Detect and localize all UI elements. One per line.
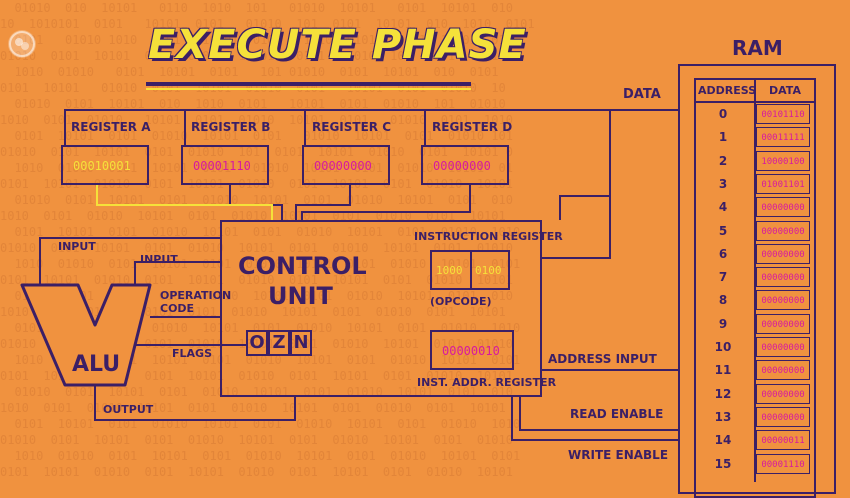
ram-column-divider xyxy=(754,78,756,482)
ram-address-header: ADDRESS xyxy=(698,84,757,97)
register-c-value: 00000000 xyxy=(314,159,372,173)
ram-row-data: 10000100 xyxy=(756,150,810,171)
ram-row: 0 00101110 xyxy=(696,103,812,126)
title-underline xyxy=(146,82,471,86)
ram-row-address: 8 xyxy=(718,293,728,308)
opcode-label: (OPCODE) xyxy=(430,295,492,308)
ram-row: 10 00000000 xyxy=(696,336,812,359)
inst-addr-register: 00000010 xyxy=(430,330,514,370)
ram-row-data: 00001110 xyxy=(756,453,810,474)
read-enable-label: READ ENABLE xyxy=(570,407,664,421)
title-underline-accent xyxy=(146,88,471,90)
ram-row-address: 9 xyxy=(718,316,728,331)
alu-input-a-label: INPUT xyxy=(58,240,96,253)
ram-row-address: 10 xyxy=(714,340,732,354)
alu-output-label: OUTPUT xyxy=(103,403,154,416)
ram-row: 11 00000000 xyxy=(696,359,812,382)
ram-row-address: 7 xyxy=(718,270,728,285)
ram-row: 5 00000000 xyxy=(696,220,812,243)
register-b-value: 00001110 xyxy=(193,159,251,173)
ram-row-data: 00000011 xyxy=(756,430,810,451)
control-unit: CONTROL UNIT INSTRUCTION REGISTER 1000 0… xyxy=(220,220,563,397)
ram-row: 15 00001110 xyxy=(696,453,812,476)
ram-row-address: 11 xyxy=(714,363,732,378)
ram-row: 13 00000000 xyxy=(696,406,812,429)
alu-input-b-label: INPUT xyxy=(140,253,178,266)
ram-row: 2 10000100 xyxy=(696,150,812,173)
ram-row: 3 01001101 xyxy=(696,173,812,196)
ram-row-address: 2 xyxy=(718,153,728,168)
ram-row-data: 00000000 xyxy=(756,383,810,404)
register-a-value-box: 00010001 xyxy=(61,145,149,185)
ram-row-data: 00000000 xyxy=(756,220,810,241)
instruction-register: 1000 0100 xyxy=(430,250,510,290)
instruction-register-label: INSTRUCTION REGISTER xyxy=(414,230,563,243)
ram-row-address: 14 xyxy=(714,433,732,448)
ram-row-address: 12 xyxy=(714,386,732,401)
inst-addr-value: 00000010 xyxy=(442,344,500,358)
ram-row-address: 1 xyxy=(718,130,728,145)
ram-row-data: 00000000 xyxy=(756,360,810,381)
write-enable-label: WRITE ENABLE xyxy=(568,448,669,462)
ram-row: 1 00011111 xyxy=(696,126,812,149)
register-c-value-box: 00000000 xyxy=(302,145,390,185)
address-input-label: ADDRESS INPUT xyxy=(548,352,657,366)
register-d-value-box: 00000000 xyxy=(421,145,509,185)
ram-row-address: 6 xyxy=(718,246,728,261)
flag-overflow: O xyxy=(246,330,268,356)
ram-row-data: 00000000 xyxy=(756,290,810,311)
ram-row: 9 00000000 xyxy=(696,313,812,336)
ram-row-address: 4 xyxy=(718,200,728,215)
register-b-value-box: 00001110 xyxy=(181,145,269,185)
ram-row: 4 00000000 xyxy=(696,196,812,219)
ram-row-data: 00000000 xyxy=(756,313,810,334)
ram-row-address: 5 xyxy=(718,223,728,238)
ram-row-address: 13 xyxy=(714,409,732,424)
ram-data-header: DATA xyxy=(769,84,801,97)
ram-row-data: 00000000 xyxy=(756,243,810,264)
ram-header-divider xyxy=(694,101,816,103)
alu-operation-code-label: OPERATION CODE xyxy=(160,289,231,315)
pbs-logo-icon xyxy=(8,30,36,58)
ram-row-data: 00000000 xyxy=(756,337,810,357)
flag-negative: N xyxy=(290,330,312,356)
register-c-label: REGISTER C xyxy=(312,120,392,134)
ram-row: 12 00000000 xyxy=(696,383,812,406)
ram-row-data: 00000000 xyxy=(756,406,810,427)
register-a-label: REGISTER A xyxy=(71,120,151,134)
ram-row-address: 0 xyxy=(718,107,728,121)
control-unit-title-line1: CONTROL xyxy=(238,252,367,280)
instruction-operand-value: 0100 xyxy=(475,264,502,277)
register-a-value: 00010001 xyxy=(73,159,131,173)
ram-row: 6 00000000 xyxy=(696,243,812,266)
ram-row-data: 00000000 xyxy=(756,197,810,218)
ram-row-address: 15 xyxy=(714,456,732,471)
register-d-value: 00000000 xyxy=(433,159,491,173)
data-bus-label: DATA xyxy=(623,87,661,102)
flag-zero: Z xyxy=(268,330,290,356)
page-title: EXECUTE PHASE xyxy=(148,22,527,68)
control-unit-title-line2: UNIT xyxy=(268,282,333,310)
alu-label: ALU xyxy=(72,352,121,377)
register-d-label: REGISTER D xyxy=(432,120,513,134)
ram-row-data: 00011111 xyxy=(756,127,810,148)
ram-row: 7 00000000 xyxy=(696,266,812,289)
ram-row-data: 00000000 xyxy=(756,267,810,288)
alu-flags-label: FLAGS xyxy=(172,347,212,360)
inst-addr-label: INST. ADDR. REGISTER xyxy=(417,376,557,389)
ram-title: RAM xyxy=(732,36,783,60)
instruction-register-divider xyxy=(470,252,472,288)
alu-operation-code-text: OPERATION CODE xyxy=(160,289,232,315)
ram-row-data: 00101110 xyxy=(756,104,810,124)
ram-row: 14 00000011 xyxy=(696,429,812,452)
register-b-label: REGISTER B xyxy=(191,120,271,134)
instruction-opcode-value: 1000 xyxy=(436,264,463,277)
ram-row: 8 00000000 xyxy=(696,289,812,312)
ram-row-data: 01001101 xyxy=(756,173,810,194)
ram-row-address: 3 xyxy=(718,176,728,191)
